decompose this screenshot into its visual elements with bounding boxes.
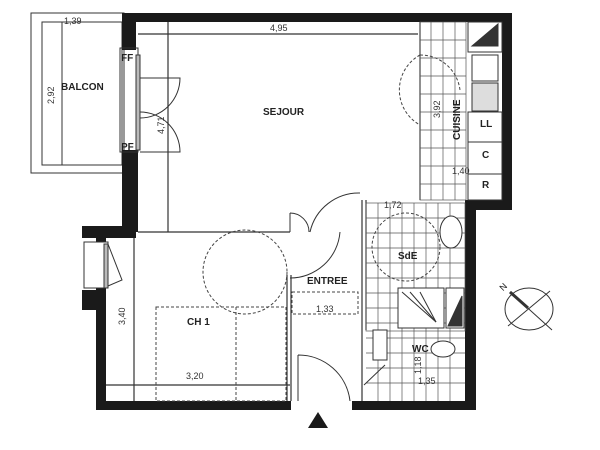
fixture-r: R (482, 180, 490, 191)
turning-circles (202, 54, 461, 315)
bathroom-fixtures (372, 215, 465, 361)
dim-balcon-width: 1,39 (64, 16, 82, 26)
dim-cuisine-length: 3,92 (432, 100, 442, 118)
room-label-balcon: BALCON (61, 82, 104, 93)
compass-icon (504, 287, 554, 331)
balcony-windows (119, 47, 181, 153)
room-label-sejour: SEJOUR (263, 107, 305, 118)
dim-sejour-width: 4,95 (270, 23, 288, 33)
dim-ch1-height: 3,40 (117, 307, 127, 325)
room-label-wc: WC (412, 344, 429, 355)
dim-balcon-height: 2,92 (46, 86, 56, 104)
dim-wc-width: 1,35 (418, 376, 436, 386)
doors (289, 192, 386, 402)
fixture-c: C (482, 150, 490, 161)
dim-sde-width: 1,72 (384, 200, 402, 210)
room-label-cuisine: CUISINE (452, 99, 463, 140)
dim-entree-width: 1,33 (316, 304, 334, 314)
fixture-ll: LL (480, 119, 493, 130)
room-label-ch1: CH 1 (187, 317, 210, 328)
kitchen-appliances (467, 21, 503, 201)
kitchen-tiles (419, 21, 467, 201)
entrance-arrow-icon (308, 412, 328, 428)
fixture-ff: FF (121, 53, 134, 64)
bedroom-window (83, 241, 123, 289)
balcony (30, 12, 125, 174)
exterior-walls (82, 13, 512, 410)
room-label-entree: ENTREE (307, 276, 348, 287)
room-label-sde: SdE (398, 251, 418, 262)
bed-outline (155, 291, 359, 402)
dim-cuisine-width: 1,40 (452, 166, 470, 176)
dim-ch1-width: 3,20 (186, 371, 204, 381)
dim-sejour-height: 4,71 (156, 116, 166, 134)
dim-wc-height: 1,18 (413, 356, 423, 374)
fixture-pf: PF (121, 142, 134, 153)
